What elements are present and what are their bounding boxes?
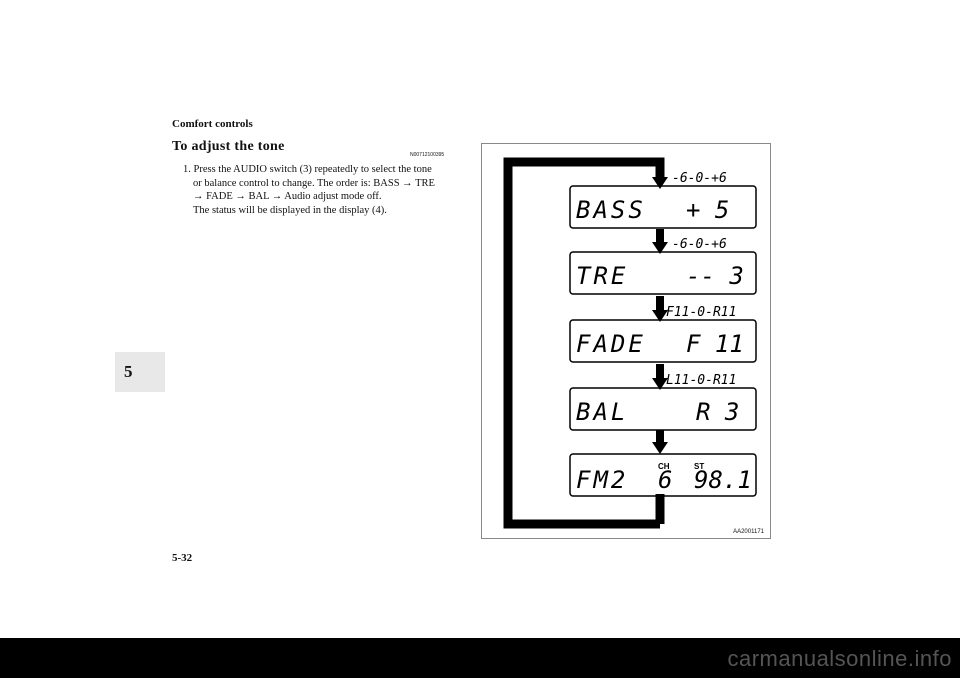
display-value: R 3 [696, 398, 739, 426]
section-title: To adjust the tone [172, 139, 285, 154]
figure-svg: -6-0-+6 BASS + 5 -6-0-+6 TRE -- 3 F11-0-… [503, 157, 757, 529]
channel-indicator: CH [658, 462, 670, 471]
display-value: + 5 [686, 196, 729, 224]
connector-arrows [652, 229, 668, 454]
step-1: 1. Press the AUDIO switch (3) repeatedly… [183, 163, 463, 217]
display-mode: FM2 [576, 466, 628, 494]
figure-code: AA2001171 [733, 529, 764, 535]
display-value: -- 3 [686, 262, 744, 290]
display-mode: TRE [576, 262, 628, 290]
display-preset: 6 [658, 466, 672, 494]
page-number: 5-32 [172, 552, 193, 564]
watermark-url: carmanualsonline.info [727, 646, 952, 671]
display-mode: BASS [576, 196, 646, 224]
chapter-tab [115, 352, 165, 392]
chapter-number: 5 [124, 362, 133, 381]
step-line: 1. Press the AUDIO switch (3) repeatedly… [183, 164, 432, 175]
scale-label: -6-0-+6 [672, 171, 727, 186]
stereo-indicator: ST [694, 462, 704, 471]
display-mode: BAL [576, 398, 628, 426]
loop-path [503, 157, 665, 529]
display-boxes [569, 185, 757, 497]
arrow-head [652, 177, 668, 189]
scale-label: F11-0-R11 [666, 305, 736, 320]
display-sequence-figure: -6-0-+6 BASS + 5 -6-0-+6 TRE -- 3 F11-0-… [481, 143, 771, 539]
step-line: or balance control to change. The order … [193, 177, 435, 189]
step-line: The status will be displayed in the disp… [193, 204, 387, 216]
display-mode: FADE [576, 330, 646, 358]
step-line: → FADE → BAL → Audio adjust mode off. [193, 191, 382, 202]
section-header: Comfort controls [172, 118, 253, 130]
display-value: F 11 [686, 330, 744, 358]
reference-code: N00712100395 [410, 152, 445, 158]
scale-label: L11-0-R11 [666, 373, 736, 388]
footer-bar: carmanualsonline.info [0, 638, 960, 678]
display-frequency: 98.1 [694, 466, 752, 494]
scale-label: -6-0-+6 [672, 237, 727, 252]
